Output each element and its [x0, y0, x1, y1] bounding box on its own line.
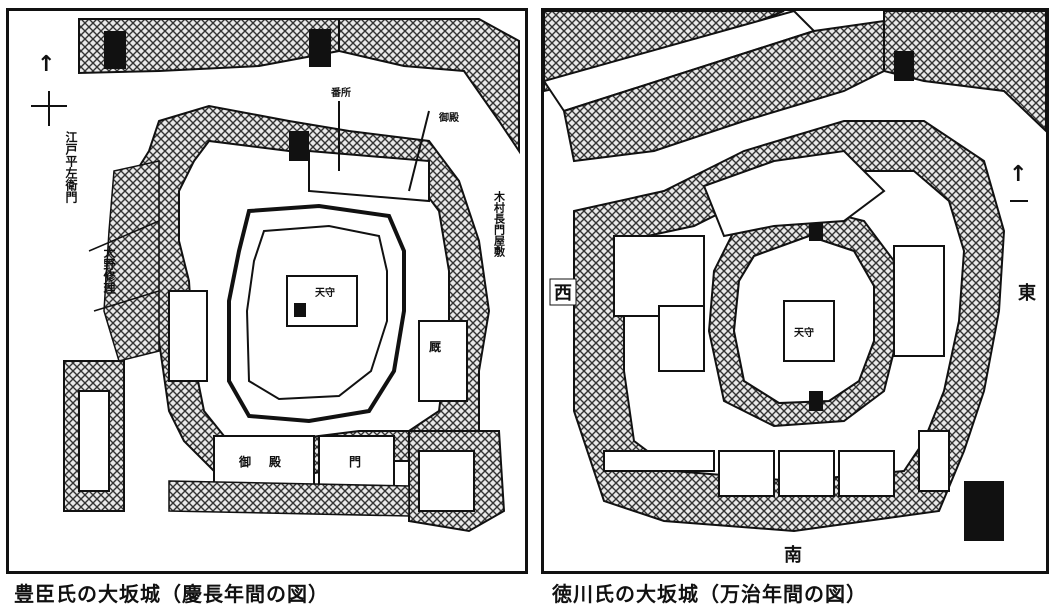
southwest-yard: [78, 390, 110, 492]
southeast-yard: [418, 450, 475, 512]
west-bridge: [603, 450, 715, 472]
left-map-caption: 豊臣氏の大坂城（慶長年間の図）: [14, 582, 329, 606]
north-block: [562, 19, 885, 163]
tokugawa-castle-drawing: 天守 ↑ 西 東 南: [544, 11, 1046, 566]
vertical-label-right: 木村長門屋敷: [493, 190, 507, 258]
northeast-river: [883, 11, 1046, 133]
north-gate: [809, 221, 823, 241]
east-bridge: [918, 430, 950, 492]
gate-block-2: [309, 29, 331, 67]
toyotomi-castle-drawing: 天守 番所 御殿 厩 御 殿 門: [31, 18, 520, 533]
north-arrow-icon: ↑: [1009, 162, 1027, 187]
west-label-box: [549, 278, 577, 306]
gate-building-top: [308, 149, 430, 203]
main-gate-block: [289, 131, 309, 161]
east-hall: [418, 320, 468, 402]
east-yard: [893, 245, 945, 357]
gate-block-1: [104, 31, 126, 69]
south-building-1: [213, 435, 315, 487]
tenshu-box: [286, 275, 358, 327]
right-map-caption: 徳川氏の大坂城（万治年間の図）: [552, 582, 867, 606]
south-yard-1: [718, 450, 775, 497]
south-building-2: [318, 435, 395, 487]
south-yard-2: [778, 450, 835, 497]
tenshu-label: 天守: [794, 326, 814, 339]
gate-top-right-label: 御殿: [438, 111, 460, 124]
west-yard: [613, 235, 705, 317]
west-label: 西: [554, 283, 572, 304]
south-label-c: 門: [349, 455, 361, 469]
vertical-label-mid: 大野修理: [102, 245, 116, 295]
north-yards: [702, 149, 886, 238]
tenshu-mark: [294, 303, 306, 317]
vertical-label-long: 江戸平左衛門: [64, 130, 78, 204]
toyotomi-castle-map: 天守 番所 御殿 厩 御 殿 門: [6, 8, 528, 574]
south-label: 南: [784, 544, 802, 566]
east-hall-label: 厩: [429, 339, 441, 354]
southeast-gate: [964, 481, 1004, 541]
tokugawa-castle-map: 天守 ↑ 西 東 南: [541, 8, 1049, 574]
west-yard: [168, 290, 208, 382]
gate-top-label: 番所: [330, 86, 351, 99]
sakura-gate: [809, 391, 823, 411]
south-label-b: 殿: [268, 454, 282, 469]
south-yard-3: [838, 450, 895, 497]
south-label-a: 御: [238, 454, 251, 469]
ne-gate-block: [894, 51, 914, 81]
tenshu-label: 天守: [315, 286, 335, 299]
west-yard-2: [658, 305, 705, 372]
southern-moat: [168, 480, 410, 517]
north-arrow-icon: ↑: [37, 52, 55, 77]
east-label: 東: [1018, 282, 1036, 304]
tenshu-box: [783, 300, 835, 362]
river-northeast: [338, 18, 520, 155]
